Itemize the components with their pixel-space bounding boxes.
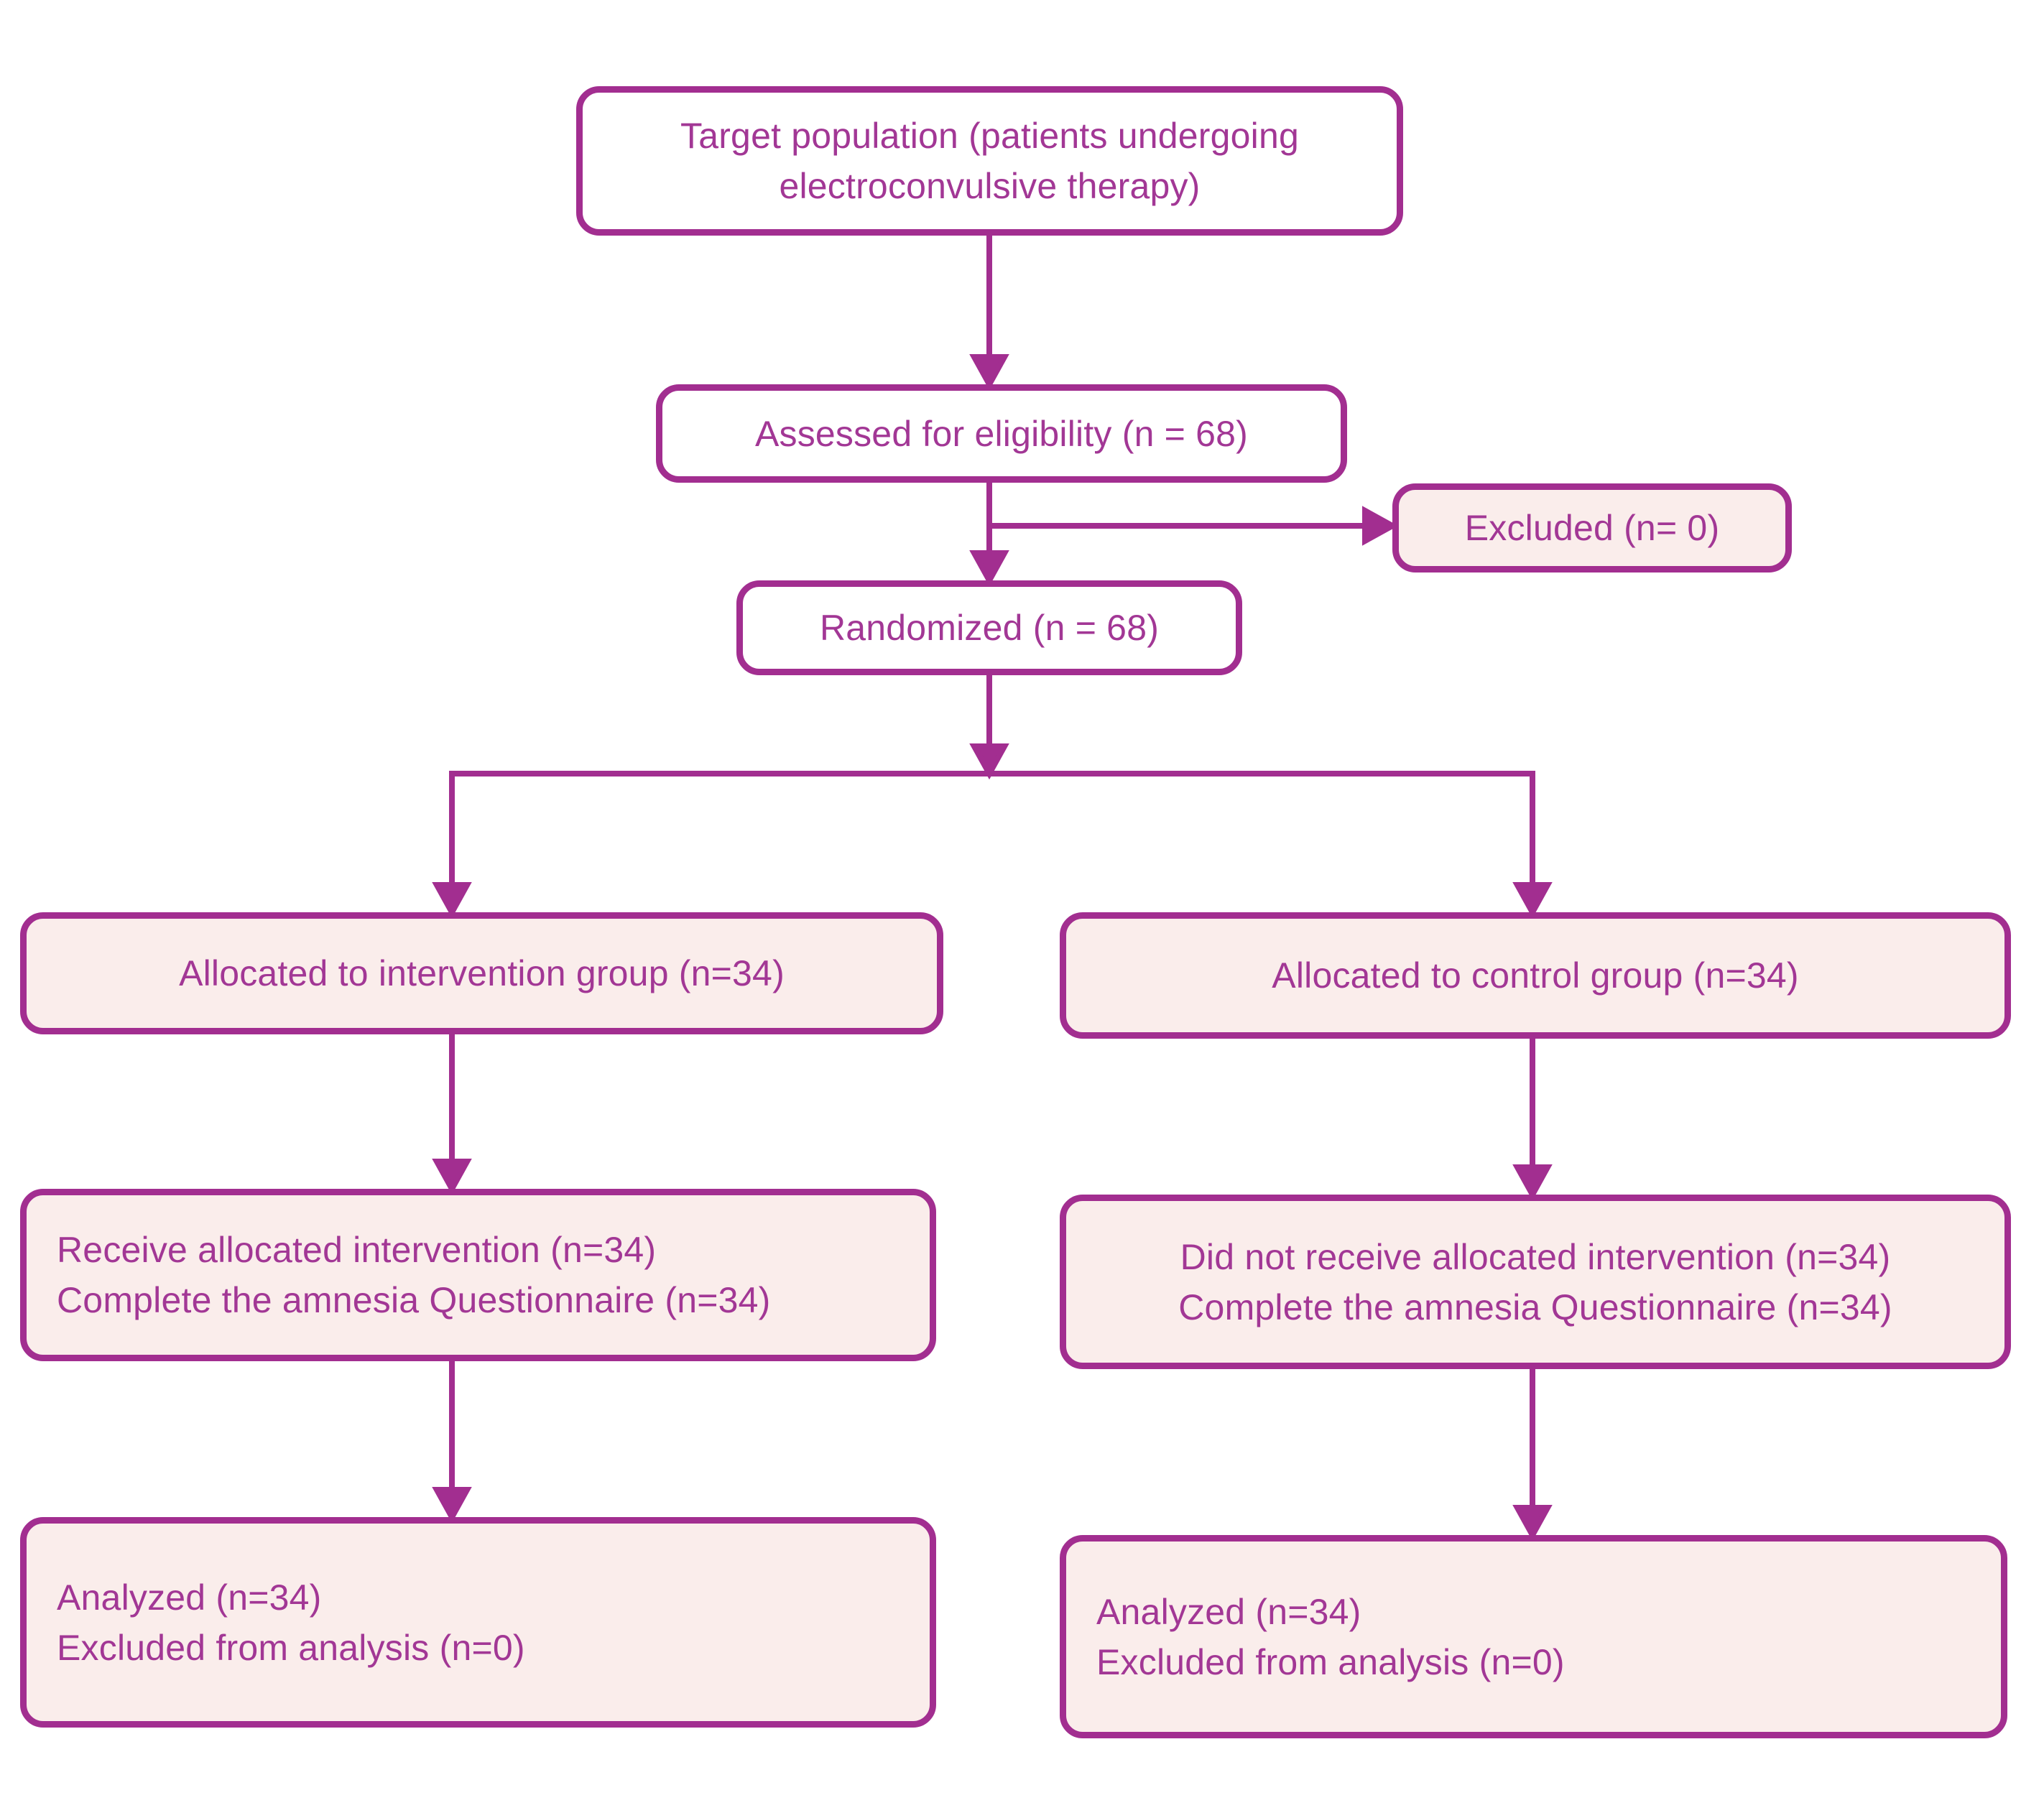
received-intervention-line1: Receive allocated intervention (n=34) bbox=[57, 1230, 657, 1270]
randomized-text: Randomized (n = 68) bbox=[819, 608, 1160, 648]
arrowhead-not-received-to-analyzed bbox=[1512, 1505, 1553, 1542]
allocated-control-text: Allocated to control group (n=34) bbox=[1272, 955, 1799, 996]
node-target-population: Target population (patients undergoing e… bbox=[576, 86, 1403, 236]
arrowhead-split-to-allocated-intervention bbox=[432, 882, 472, 919]
node-received-intervention: Receive allocated intervention (n=34) Co… bbox=[20, 1189, 936, 1361]
node-excluded: Excluded (n= 0) bbox=[1392, 483, 1792, 572]
arrowhead-target-to-assessed bbox=[969, 354, 1009, 391]
arrowhead-allocated-to-received bbox=[432, 1159, 472, 1195]
node-not-received-intervention: Did not receive allocated intervention (… bbox=[1060, 1195, 2011, 1369]
arrowhead-received-to-analyzed bbox=[432, 1487, 472, 1524]
analyzed-control-line2: Excluded from analysis (n=0) bbox=[1096, 1641, 1565, 1682]
analyzed-control-line1: Analyzed (n=34) bbox=[1096, 1591, 1361, 1632]
node-assessed-for-eligibility: Assessed for eligibility (n = 68) bbox=[656, 384, 1347, 483]
node-analyzed-intervention: Analyzed (n=34) Excluded from analysis (… bbox=[20, 1517, 936, 1728]
target-population-line1: Target population (patients undergoing bbox=[680, 116, 1299, 156]
node-randomized: Randomized (n = 68) bbox=[736, 580, 1242, 675]
arrowhead-branch-to-excluded bbox=[1362, 506, 1399, 546]
received-intervention-line2: Complete the amnesia Questionnaire (n=34… bbox=[57, 1280, 771, 1320]
target-population-line2: electroconvulsive therapy) bbox=[779, 166, 1201, 206]
assessed-text: Assessed for eligibility (n = 68) bbox=[754, 413, 1249, 454]
arrowhead-randomized-to-split bbox=[969, 743, 1009, 780]
not-received-intervention-line1: Did not receive allocated intervention (… bbox=[1180, 1236, 1891, 1277]
arrowhead-assessed-to-randomized bbox=[969, 550, 1009, 587]
not-received-intervention-line2: Complete the amnesia Questionnaire (n=34… bbox=[1178, 1287, 1892, 1327]
excluded-text: Excluded (n= 0) bbox=[1464, 508, 1720, 548]
node-analyzed-control: Analyzed (n=34) Excluded from analysis (… bbox=[1060, 1535, 2007, 1738]
allocated-intervention-text: Allocated to intervention group (n=34) bbox=[179, 953, 785, 993]
node-allocated-control: Allocated to control group (n=34) bbox=[1060, 912, 2011, 1039]
arrowhead-split-to-allocated-control bbox=[1512, 882, 1553, 919]
analyzed-intervention-line1: Analyzed (n=34) bbox=[57, 1577, 322, 1618]
node-allocated-intervention: Allocated to intervention group (n=34) bbox=[20, 912, 943, 1034]
analyzed-intervention-line2: Excluded from analysis (n=0) bbox=[57, 1627, 525, 1668]
arrowhead-allocated-to-not-received bbox=[1512, 1164, 1553, 1201]
